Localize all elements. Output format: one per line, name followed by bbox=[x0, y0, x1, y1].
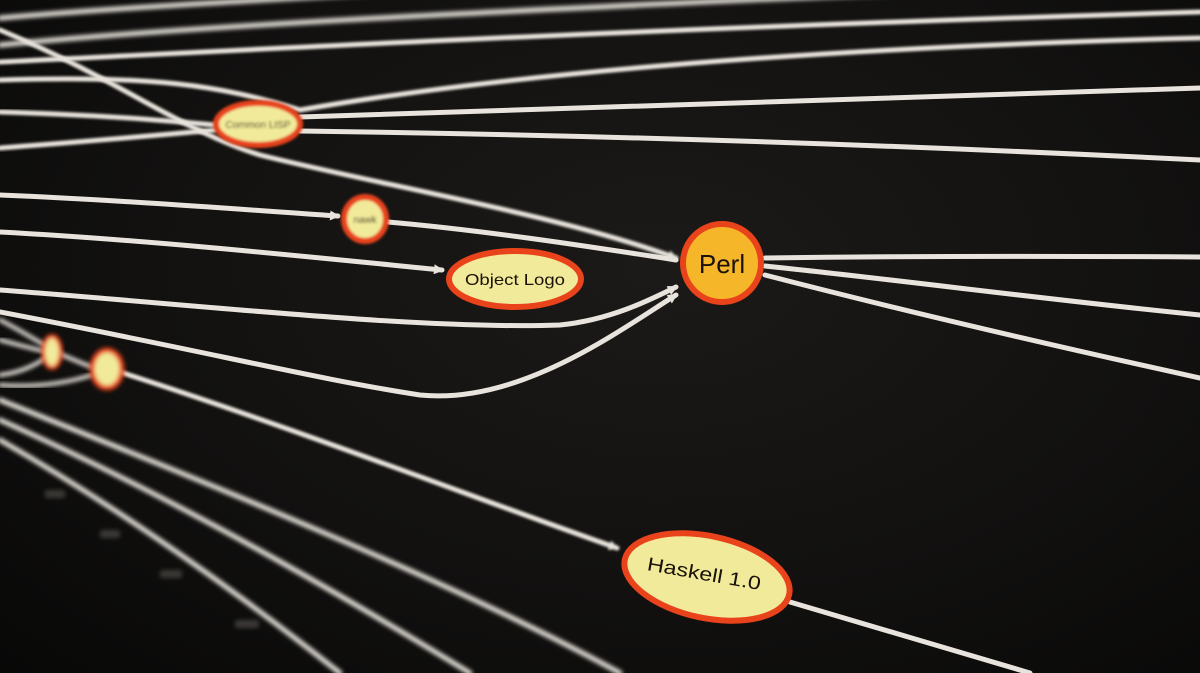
year-mark bbox=[100, 530, 120, 538]
node-common-lisp: Common LISP bbox=[213, 100, 303, 148]
edge bbox=[762, 263, 1200, 318]
node-label: Common LISP bbox=[225, 120, 290, 131]
edge bbox=[0, 437, 343, 673]
edge bbox=[0, 373, 94, 388]
edge bbox=[0, 229, 445, 275]
node-perl: Perl bbox=[680, 221, 764, 305]
edge bbox=[117, 369, 620, 551]
node-small-1 bbox=[41, 334, 63, 370]
node-haskell: Haskell 1.0 bbox=[621, 530, 793, 624]
edge bbox=[0, 27, 679, 261]
edge bbox=[0, 192, 341, 221]
edge bbox=[0, 0, 305, 21]
edge bbox=[0, 292, 679, 399]
edge bbox=[762, 272, 1200, 381]
edge bbox=[385, 219, 679, 263]
year-mark bbox=[235, 620, 259, 628]
edge bbox=[0, 35, 1200, 113]
node-label: nawk bbox=[353, 215, 377, 226]
year-mark bbox=[160, 570, 182, 578]
node-label: Object Logo bbox=[465, 272, 565, 289]
edge bbox=[762, 253, 1200, 261]
edge bbox=[0, 109, 218, 128]
node-label: Perl bbox=[699, 249, 745, 279]
edge bbox=[297, 85, 1200, 120]
faint-year-marks bbox=[45, 490, 259, 628]
edge bbox=[0, 284, 679, 329]
edge bbox=[0, 417, 473, 673]
node-object-logo: Object Logo bbox=[446, 248, 584, 310]
node-nawk: nawk bbox=[341, 194, 389, 244]
edge bbox=[0, 127, 218, 151]
edge bbox=[0, 0, 801, 48]
edge bbox=[0, 397, 623, 673]
edge bbox=[297, 128, 1200, 163]
year-mark bbox=[45, 490, 65, 498]
edge bbox=[0, 9, 1200, 65]
edge bbox=[787, 599, 1033, 673]
node-small-2 bbox=[89, 347, 125, 391]
